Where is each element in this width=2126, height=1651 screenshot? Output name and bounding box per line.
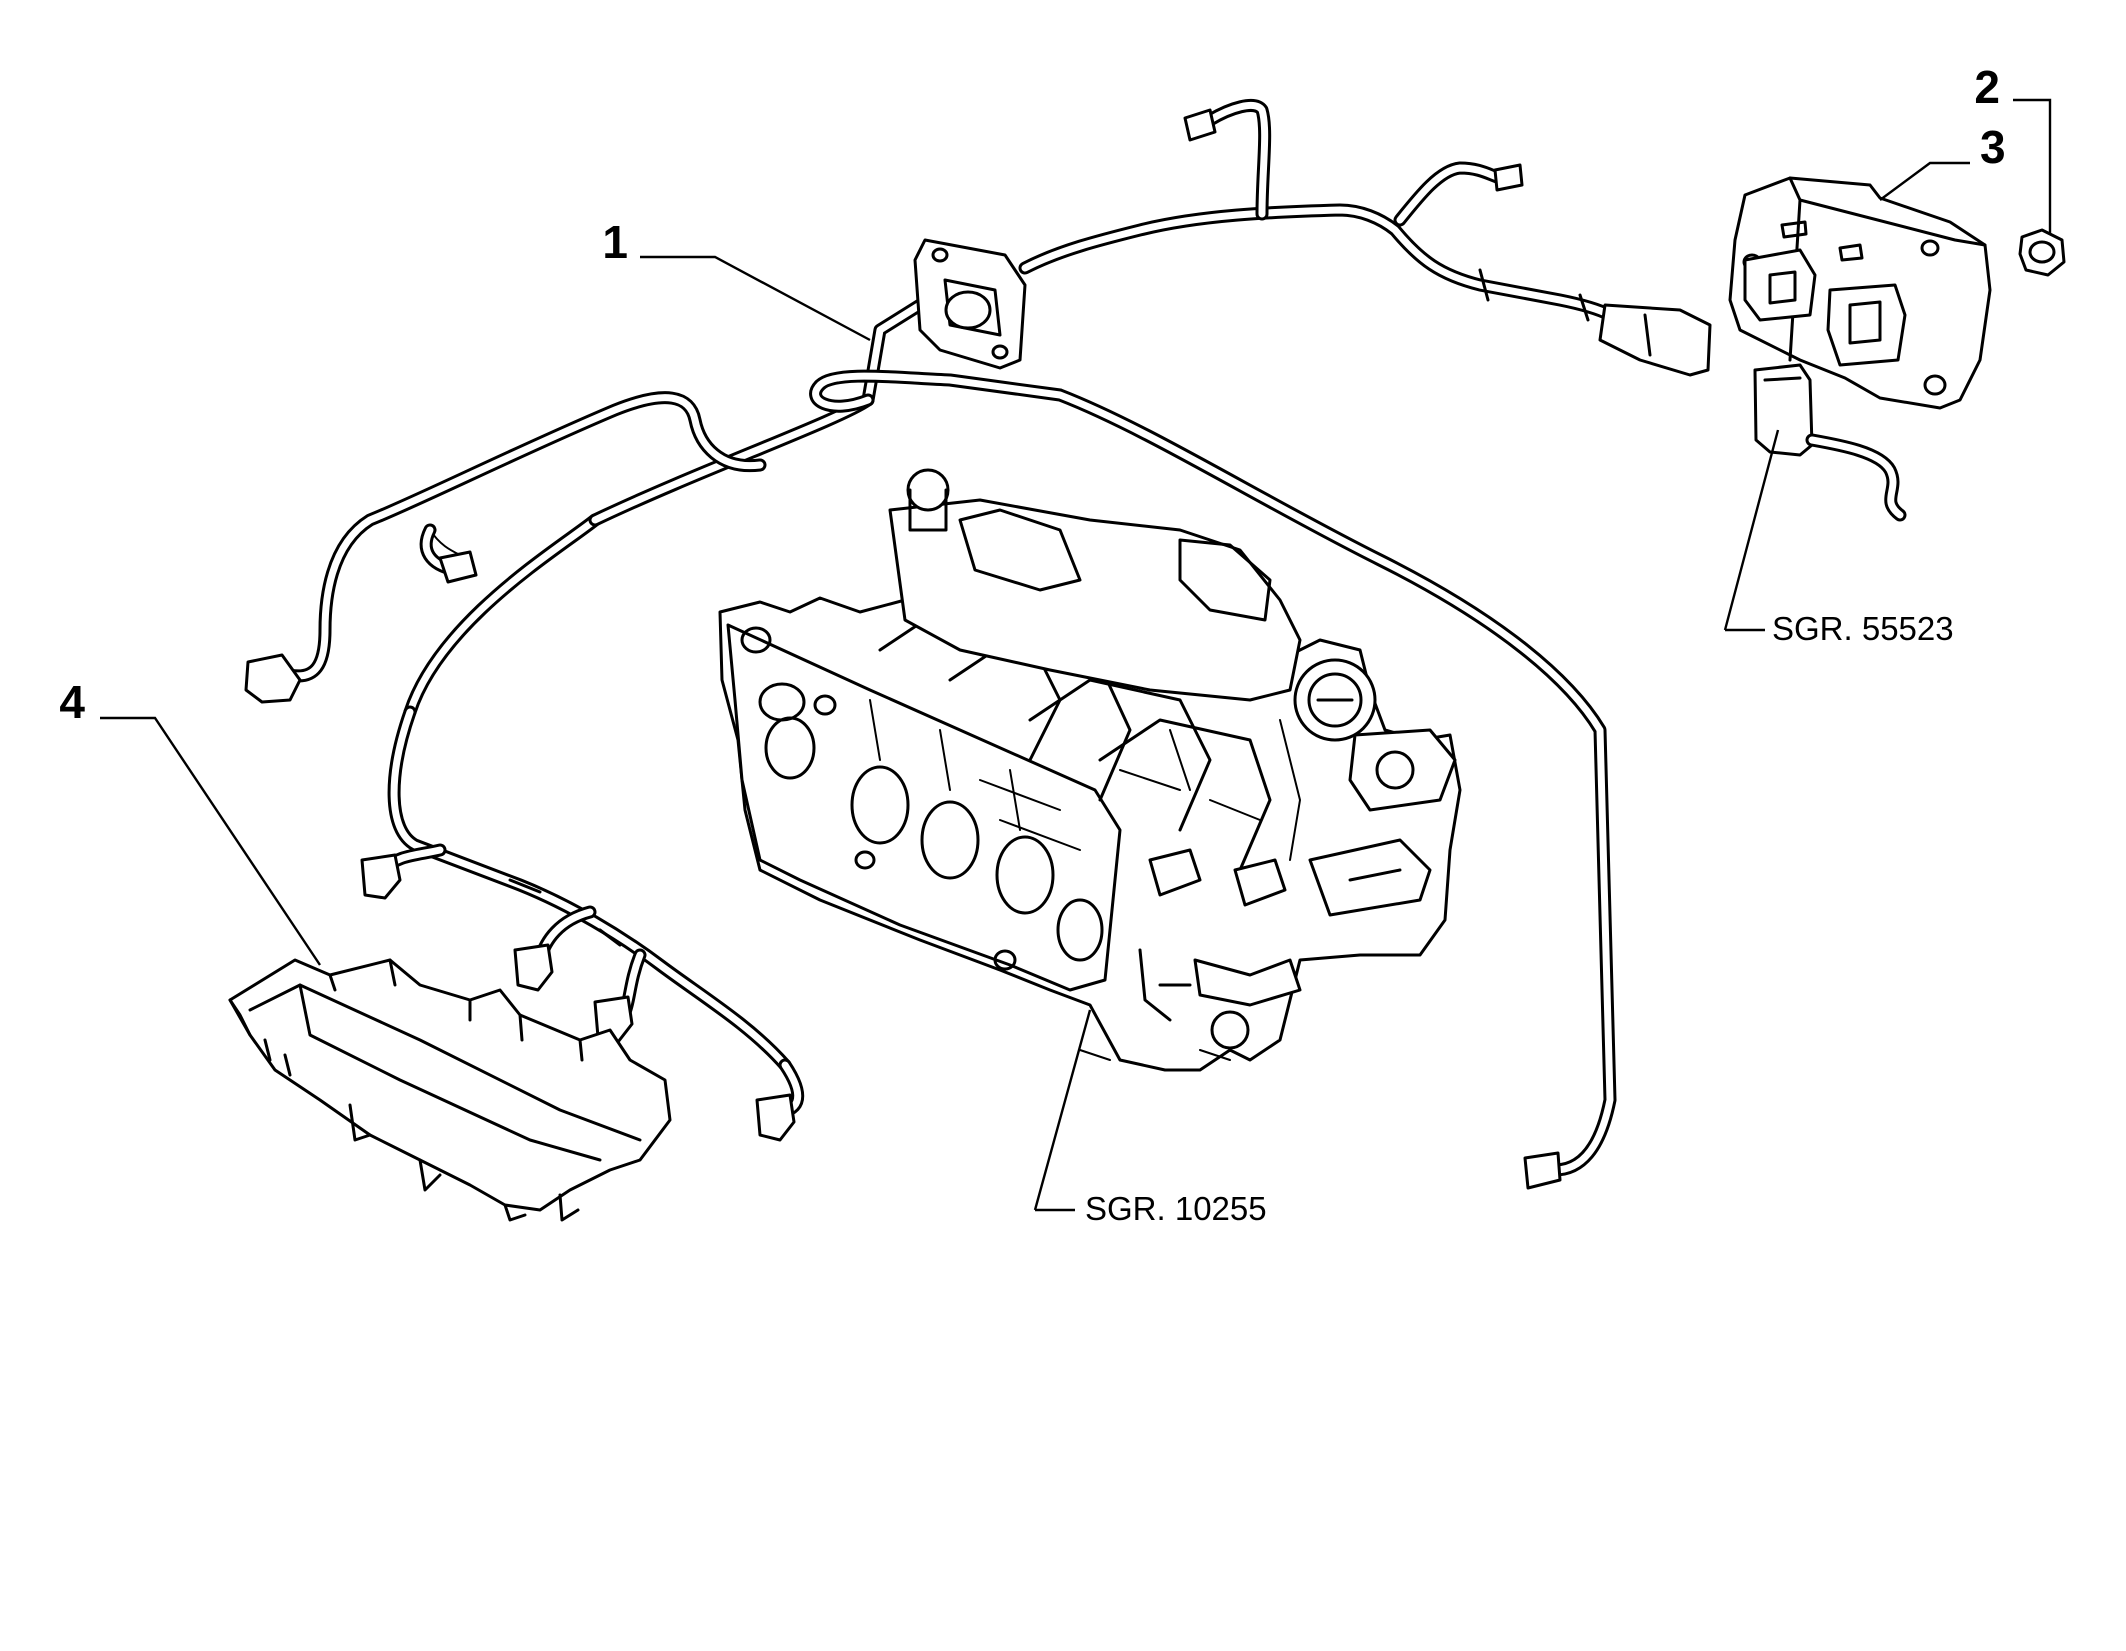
connector-injector-1 <box>360 853 402 900</box>
connector-top-left <box>1183 108 1217 142</box>
injector-cover <box>228 958 672 1222</box>
leader-part-3 <box>1879 161 1970 201</box>
connector-injector-4 <box>755 1093 796 1142</box>
leader-sgr-55523 <box>1723 429 1780 631</box>
leader-sgr-10255 <box>1033 1009 1092 1211</box>
control-unit <box>1728 176 1992 410</box>
nut <box>2018 228 2066 277</box>
leader-part-2 <box>2013 98 2052 235</box>
connector-main <box>1598 303 1712 377</box>
callout-part-3: 3 <box>1980 121 2006 173</box>
leader-part-1 <box>640 255 871 342</box>
connector-top-right <box>1493 163 1524 192</box>
connector-bottom <box>1523 1151 1562 1190</box>
reference-sgr-55523: SGR. 55523 <box>1772 610 1954 647</box>
callout-part-2: 2 <box>1974 61 2000 113</box>
leader-part-4 <box>100 716 321 966</box>
intake-manifold-engine <box>718 468 1462 1072</box>
connector-small <box>438 550 478 584</box>
reference-sgr-10255: SGR. 10255 <box>1085 1190 1267 1227</box>
callout-part-1: 1 <box>602 216 628 268</box>
connector-left <box>244 653 302 704</box>
callout-part-4: 4 <box>59 676 85 728</box>
connector-injector-2 <box>513 943 554 992</box>
wiring-harness <box>244 99 1712 1190</box>
sensor-reference-part <box>1753 363 1907 522</box>
leader-lines <box>100 98 2052 1212</box>
